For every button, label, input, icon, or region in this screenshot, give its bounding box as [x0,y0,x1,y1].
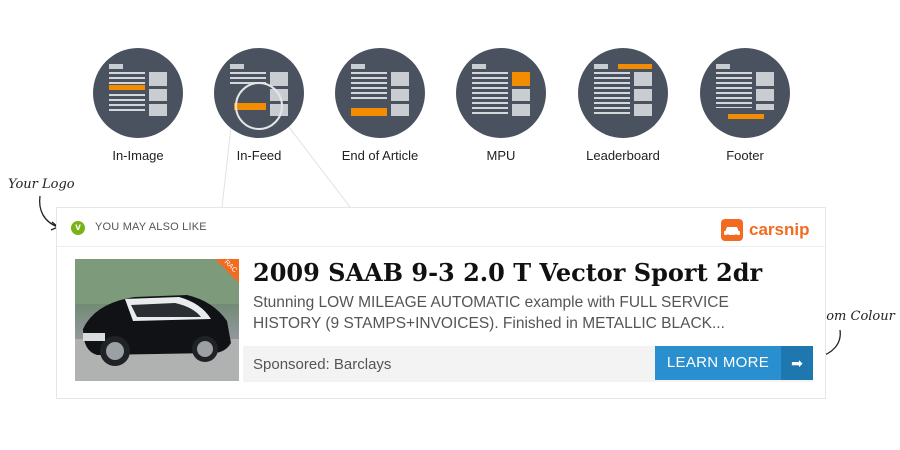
format-mpu[interactable]: MPU [441,48,561,163]
ad-description: Stunning LOW MILEAGE AUTOMATIC example w… [253,294,729,332]
card-footer: Sponsored: Barclays LEARN MORE ➡ [243,346,813,382]
format-leaderboard[interactable]: Leaderboard [563,48,683,163]
widget-header: v YOU MAY ALSO LIKE carsnip [57,208,825,247]
format-label: Leaderboard [586,148,660,163]
widget-header-title: YOU MAY ALSO LIKE [95,221,207,233]
sponsored-by-label: Sponsored: Barclays [253,356,392,373]
learn-more-button[interactable]: LEARN MORE ➡ [655,346,813,380]
learn-more-label: LEARN MORE [666,354,770,371]
format-label: MPU [486,148,516,163]
publisher-logo-icon: v [71,221,85,235]
format-label: End of Article [341,148,419,163]
in-image-format-icon [93,48,183,138]
recommendation-widget: v YOU MAY ALSO LIKE carsnip [56,207,826,399]
brand-name: carsnip [749,220,810,239]
brand-logo[interactable]: carsnip [721,219,813,241]
annotation-your-logo: Your Logo [8,177,75,192]
format-footer[interactable]: Footer [685,48,805,163]
car-icon [721,219,743,241]
leaderboard-format-icon [578,48,668,138]
ad-format-options: In-Image In-Feed End of Article [0,0,900,175]
format-label: In-Feed [236,148,282,163]
sponsored-card[interactable]: RAC 2009 SAAB 9-3 2.0 T Vector Sport 2dr… [67,256,813,386]
format-label: Footer [726,148,764,163]
arrow-right-icon: ➡ [781,346,813,380]
footer-format-icon [700,48,790,138]
format-in-feed[interactable]: In-Feed [199,48,319,163]
in-feed-format-icon [214,48,304,138]
zoom-magnifier-ring [235,82,283,130]
ad-headline[interactable]: 2009 SAAB 9-3 2.0 T Vector Sport 2dr [253,258,763,287]
format-label: In-Image [112,148,164,163]
format-in-image[interactable]: In-Image [78,48,198,163]
mpu-format-icon [456,48,546,138]
car-photo[interactable]: RAC [75,259,239,381]
end-of-article-format-icon [335,48,425,138]
format-end-of-article[interactable]: End of Article [320,48,440,163]
